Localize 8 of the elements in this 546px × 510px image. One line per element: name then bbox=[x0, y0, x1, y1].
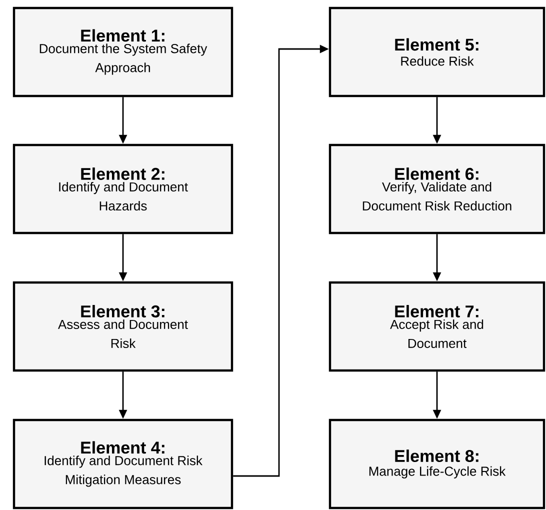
process-box: Element 7: Accept Risk and Document bbox=[328, 281, 546, 372]
process-box: Element 1: Document the System Safety Approach bbox=[12, 6, 234, 98]
process-box: Element 3: Assess and Document Risk bbox=[12, 281, 234, 372]
process-box: Element 5: Reduce Risk bbox=[328, 6, 546, 98]
process-box: Element 6: Verify, Validate and Document Risk Reduction bbox=[328, 144, 546, 234]
process-box: Element 4: Identify and Document Risk Mitigation Measures bbox=[12, 418, 234, 510]
process-box: Element 8: Manage Life-Cycle Risk bbox=[328, 418, 546, 510]
process-box: Element 2: Identify and Document Hazards bbox=[12, 144, 234, 234]
